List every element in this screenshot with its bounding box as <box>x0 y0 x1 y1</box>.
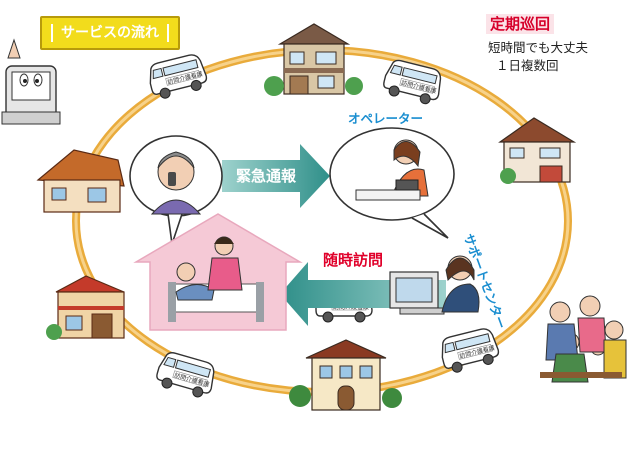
visit-label: 随時訪問 <box>320 248 387 271</box>
emergency-label: 緊急通報 <box>236 167 297 185</box>
van-top-left: 訪問介護看護 <box>145 51 210 102</box>
van-top-right: 訪問介護看護 <box>380 57 446 108</box>
operator-label: オペレーター <box>348 111 424 126</box>
operator-bubble <box>329 127 455 239</box>
van-bottom-left: 訪問介護看護 <box>153 349 219 401</box>
user-home <box>133 213 303 331</box>
family-group <box>540 295 627 383</box>
support-center-staff <box>389 255 480 315</box>
house-left-bottom <box>46 275 125 340</box>
service-flow-title: サービスの流れ <box>40 16 180 50</box>
van-bottom-right: 訪問介護看護 <box>437 325 502 376</box>
house-right-top <box>498 117 577 184</box>
house-bottom <box>289 339 402 411</box>
caller-bubble <box>129 135 223 245</box>
support-center-label: サポートセンター <box>461 232 509 331</box>
patrol-line-1: 短時間でも大丈夫 <box>488 40 589 55</box>
patrol-title: 定期巡回 <box>486 14 555 34</box>
mascot-laptop <box>1 38 61 125</box>
house-left <box>36 149 125 213</box>
title-text: サービスの流れ <box>51 24 169 42</box>
emergency-arrow <box>222 144 330 208</box>
visit-arrow <box>280 262 446 326</box>
patrol-line-2: １日複数回 <box>496 58 559 73</box>
house-top <box>264 23 363 96</box>
